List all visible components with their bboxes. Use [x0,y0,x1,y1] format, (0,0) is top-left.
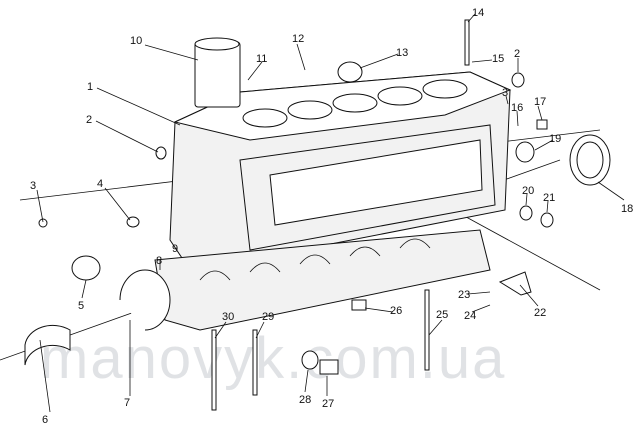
parts [24,19,611,411]
callout-28: 28 [299,394,311,406]
callout-27: 27 [322,398,334,410]
callout-22: 22 [534,307,546,319]
callout-labels: 1 2 2 3 3 4 5 6 7 8 9 10 11 12 13 14 15 … [30,7,633,426]
callout-9: 9 [172,243,178,255]
plug-13 [337,61,363,83]
callout-25: 25 [436,309,448,321]
bearing-5 [71,255,101,281]
bearing-6 [24,324,71,366]
stud-14 [464,19,470,66]
elbow-22 [498,271,532,296]
callout-24: 24 [464,310,476,322]
callout-2: 2 [514,48,520,60]
callout-16: 16 [511,102,523,114]
callout-8: 8 [156,255,162,267]
callout-18: 18 [621,203,633,215]
callout-20: 20 [522,185,534,197]
thrust-washer-7 [119,269,171,331]
callout-19: 19 [549,133,561,145]
callout-7: 7 [124,397,130,409]
leader-lines [36,13,625,413]
callout-6: 6 [42,414,48,426]
callout-17: 17 [534,96,546,108]
callout-2: 2 [86,114,92,126]
callout-1: 1 [87,81,93,93]
callout-26: 26 [390,305,402,317]
callout-14: 14 [472,7,484,19]
callout-4: 4 [97,178,103,190]
cylinder-liner [194,41,241,108]
cylinder-block [154,71,512,331]
callout-23: 23 [458,289,470,301]
callout-5: 5 [78,300,84,312]
watermark: manovyk.com.ua [40,326,506,391]
callout-3: 3 [502,87,508,99]
callout-21: 21 [543,192,555,204]
callout-12: 12 [292,33,304,45]
callout-3: 3 [30,180,36,192]
callout-10: 10 [130,35,142,47]
callout-30: 30 [222,311,234,323]
callout-29: 29 [262,311,274,323]
callout-15: 15 [492,53,504,65]
callout-13: 13 [396,47,408,59]
callout-11: 11 [256,53,267,65]
